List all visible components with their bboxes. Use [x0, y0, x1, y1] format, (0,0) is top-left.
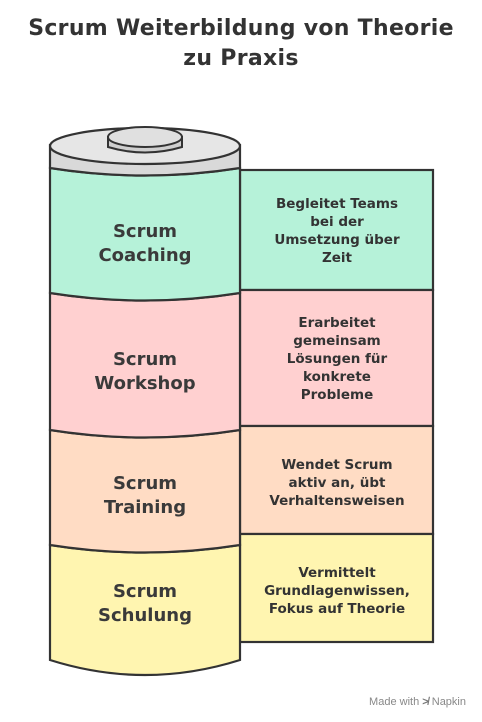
- napkin-logo-icon: ≯: [422, 696, 429, 708]
- diagram-title: Scrum Weiterbildung von Theorie zu Praxi…: [0, 14, 482, 74]
- level-name-line1: Scrum: [112, 221, 178, 242]
- description-line: Verhaltensweisen: [269, 493, 405, 509]
- description-schulung: Vermittelt Grundlagenwissen, Fokus auf T…: [247, 564, 427, 618]
- level-name-line2: Training: [103, 497, 187, 518]
- made-with-text: Made with: [369, 696, 420, 708]
- level-name-line1: Scrum: [112, 349, 178, 370]
- desc-box-training: [238, 424, 435, 536]
- level-name-line2: Workshop: [94, 373, 196, 394]
- description-line: Vermittelt: [298, 565, 376, 581]
- description-line: Zeit: [321, 250, 353, 266]
- description-line: Erarbeitet: [298, 315, 376, 331]
- description-line: Fokus auf Theorie: [268, 601, 406, 617]
- description-line: gemeinsam: [293, 333, 381, 349]
- level-name-line2: Coaching: [98, 245, 192, 266]
- description-line: Probleme: [300, 387, 374, 403]
- description-coaching: Begleitet Teams bei der Umsetzung über Z…: [247, 195, 427, 267]
- description-line: Lösungen für: [286, 351, 388, 367]
- description-line: Umsetzung über: [274, 232, 400, 248]
- level-label-training: Scrum Training: [50, 472, 240, 520]
- napkin-brand: Napkin: [431, 696, 466, 708]
- level-name-line1: Scrum: [112, 473, 178, 494]
- description-line: Wendet Scrum: [281, 457, 393, 473]
- level-label-schulung: Scrum Schulung: [50, 580, 240, 628]
- description-line: bei der: [310, 214, 364, 230]
- battery-terminal-top: [107, 126, 183, 148]
- level-name-line1: Scrum: [112, 581, 178, 602]
- description-line: Begleitet Teams: [275, 196, 399, 212]
- description-workshop: Erarbeitet gemeinsam Lösungen für konkre…: [247, 314, 427, 404]
- level-name-line2: Schulung: [98, 605, 192, 626]
- desc-box-schulung: [238, 532, 435, 644]
- description-line: konkrete: [303, 369, 371, 385]
- description-training: Wendet Scrum aktiv an, übt Verhaltenswei…: [247, 456, 427, 510]
- level-label-workshop: Scrum Workshop: [50, 348, 240, 396]
- level-label-coaching: Scrum Coaching: [50, 220, 240, 268]
- description-line: aktiv an, übt: [288, 475, 386, 491]
- title-line-1: Scrum Weiterbildung von Theorie: [28, 16, 454, 41]
- title-line-2: zu Praxis: [183, 46, 299, 71]
- description-line: Grundlagenwissen,: [264, 583, 410, 599]
- made-with-footer: Made with ≯ Napkin: [369, 696, 466, 708]
